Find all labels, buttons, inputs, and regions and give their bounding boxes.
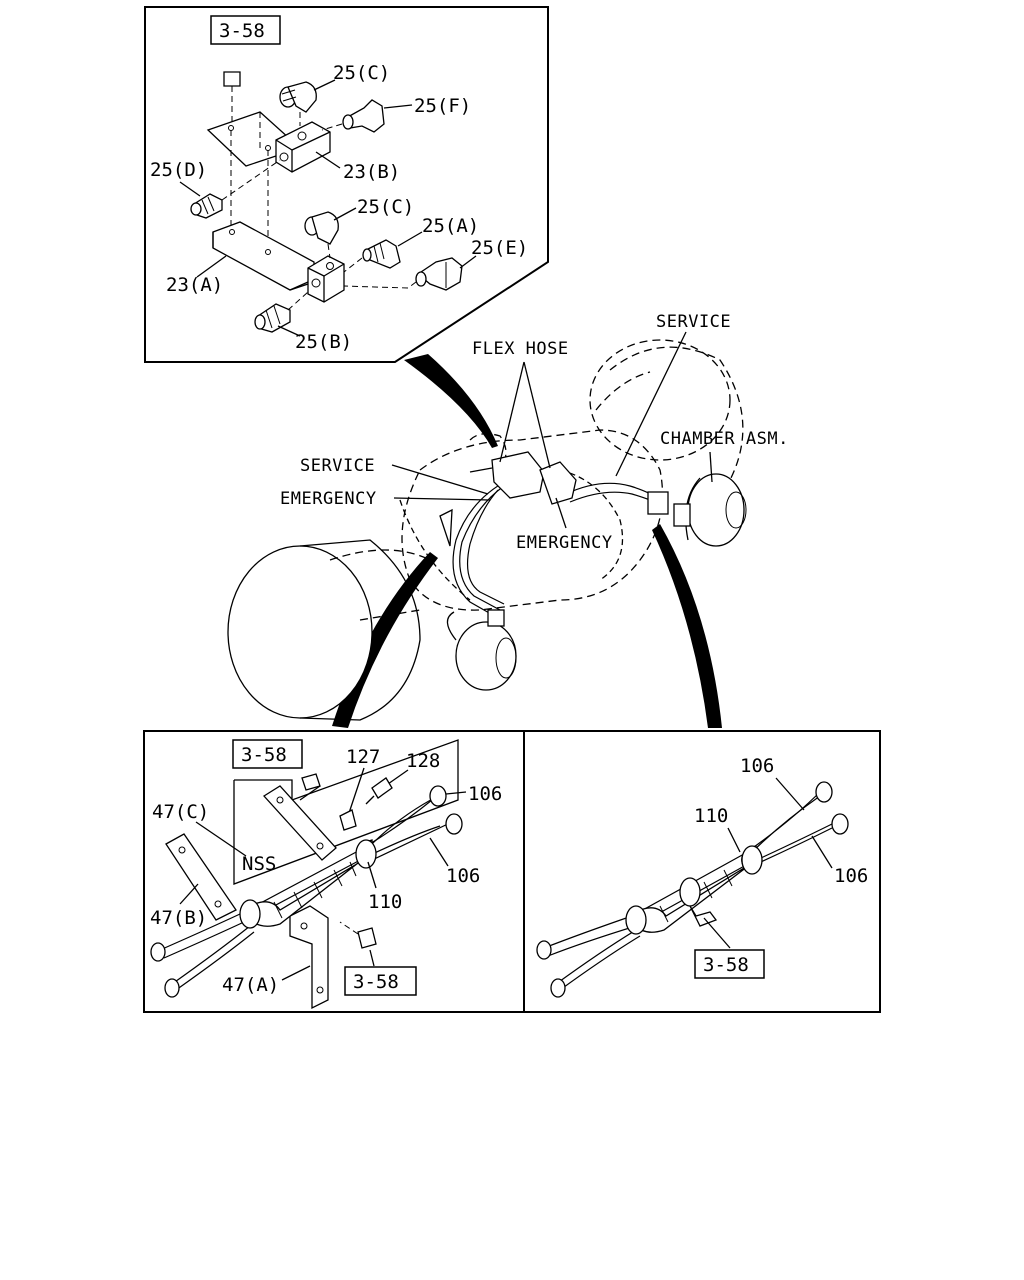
label-110-br: 110 (694, 805, 728, 827)
label-25f: 25(F) (414, 95, 471, 117)
label-25c-upper: 25(C) (333, 62, 390, 84)
label-127: 127 (346, 746, 380, 768)
hose-left-run (452, 479, 509, 619)
top-ref-box-label: 3-58 (219, 20, 265, 42)
label-23b: 23(B) (343, 161, 400, 183)
label-25d: 25(D) (150, 159, 207, 181)
bl-ref-box-1 (232, 739, 303, 769)
fitting-25d (190, 193, 223, 219)
left-brake-drum (227, 539, 431, 721)
label-25a: 25(A) (422, 215, 479, 237)
bolt-128 (371, 777, 393, 799)
block-23b (275, 121, 331, 173)
clip-127 (339, 809, 357, 831)
label-nss: NSS (242, 853, 276, 875)
label-106-bl-upper: 106 (468, 783, 502, 805)
bottom-panels-frame (143, 730, 881, 1013)
label-106-bl-lower: 106 (446, 865, 480, 887)
fitting-25e (415, 257, 463, 291)
label-service-top: SERVICE (656, 312, 731, 332)
br-ref-box-label: 3-58 (703, 954, 749, 976)
top-panel-frame (144, 6, 549, 363)
label-chamber-asm: CHAMBER ASM. (660, 429, 789, 449)
bl-ref-box-2-label: 3-58 (353, 971, 399, 993)
bolt-bl-bottom (357, 927, 377, 949)
label-47a: 47(A) (222, 974, 279, 996)
label-emergency-left: EMERGENCY (280, 489, 377, 509)
right-brake-drum (589, 339, 747, 547)
fitting-25c-upper (279, 81, 317, 126)
label-25e: 25(E) (471, 237, 528, 259)
fitting-25a (362, 239, 401, 269)
fitting-25f (321, 99, 385, 133)
label-110-bl: 110 (368, 891, 402, 913)
flex-hose-coupling (491, 451, 545, 499)
br-ref-box (694, 949, 765, 979)
callout-arc-top (404, 354, 498, 448)
bottom-right-panel: 106 110 106 3-58 (536, 755, 868, 998)
nss-outline (233, 739, 459, 885)
hose-assembly-right (536, 781, 849, 998)
block-23a (307, 255, 345, 303)
label-23a: 23(A) (166, 274, 223, 296)
bottom-left-panel: 3-58 NSS 127 128 47(C) 47(B) 47(A) (150, 739, 502, 1010)
top-detail-panel: 3-58 25(C) (144, 6, 549, 363)
bl-ref-box-2 (344, 966, 417, 996)
top-cap-bolt (223, 71, 241, 87)
label-47c: 47(C) (152, 801, 209, 823)
label-25c-lower: 25(C) (357, 196, 414, 218)
label-106-br-upper: 106 (740, 755, 774, 777)
label-128: 128 (406, 750, 440, 772)
bracket-47c (165, 833, 237, 921)
label-emergency-mid: EMERGENCY (516, 533, 613, 553)
bracket-47a (289, 905, 329, 1010)
hose-assembly-left (150, 785, 463, 998)
label-flex-hose: FLEX HOSE (472, 339, 569, 359)
top-ref-box (210, 15, 281, 45)
left-brake-chamber (446, 611, 517, 691)
fitting-25c-lower (304, 211, 339, 259)
axle-illustration: SERVICE FLEX HOSE CHAMBER ASM. SERVICE E… (227, 312, 789, 728)
bracket-nss (262, 785, 337, 861)
plate-23a (212, 221, 315, 291)
fitting-25b (254, 303, 291, 333)
callout-arc-left (332, 552, 438, 728)
label-25b: 25(B) (295, 331, 352, 353)
callout-arc-right (652, 524, 722, 728)
label-106-br-lower: 106 (834, 865, 868, 887)
label-service-left: SERVICE (300, 456, 375, 476)
label-47b: 47(B) (150, 907, 207, 929)
bl-ref-box-1-label: 3-58 (241, 744, 287, 766)
